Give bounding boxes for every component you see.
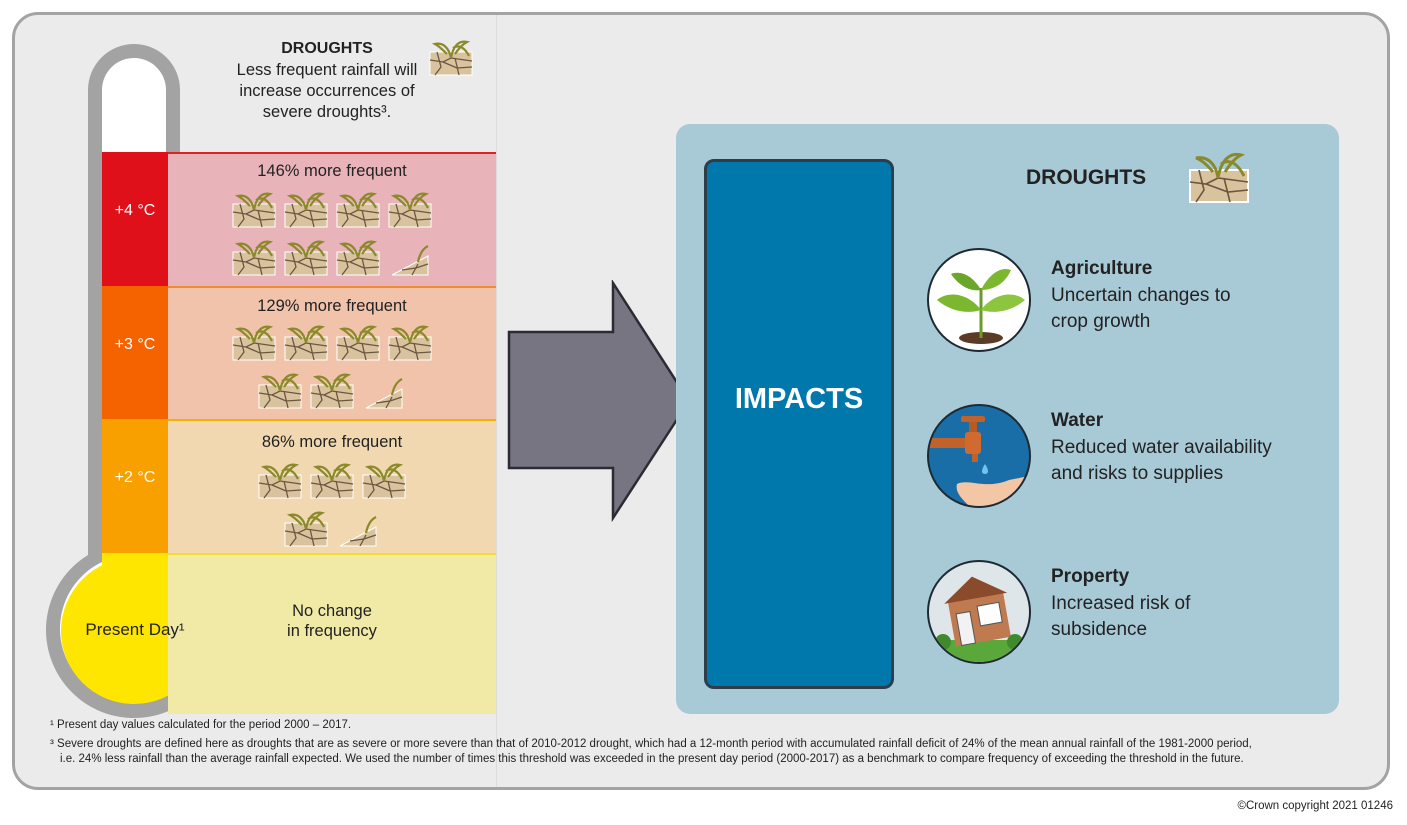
description-line: severe droughts³. — [262, 103, 392, 121]
footnote-1: ¹ Present day values calculated for the … — [50, 719, 352, 731]
impact-title-agriculture: Agriculture — [1051, 258, 1153, 279]
copyright: ©Crown copyright 2021 01246 — [1237, 800, 1393, 812]
drought-icon — [232, 240, 276, 276]
drought-icon — [336, 192, 380, 228]
band-fill-2c — [102, 419, 168, 553]
drought-icon — [336, 325, 380, 361]
panel-divider — [496, 15, 497, 787]
impact-title-property: Property — [1051, 566, 1130, 587]
band-4c: 146% more frequent — [168, 152, 496, 286]
drought-partial-icon — [391, 245, 429, 276]
impact-desc-line: Increased risk of — [1051, 593, 1191, 614]
band-fill-3c — [102, 286, 168, 419]
arrow-icon — [507, 280, 691, 522]
drought-icon — [284, 511, 328, 547]
drought-icon — [232, 192, 276, 228]
house-icon — [927, 560, 1031, 664]
drought-icon — [388, 325, 432, 361]
impacts-droughts-title: DROUGHTS — [1026, 166, 1147, 189]
drought-icon — [284, 240, 328, 276]
impacts-bar — [704, 159, 894, 689]
drought-icon — [232, 325, 276, 361]
impact-desc-line: subsidence — [1051, 619, 1148, 640]
drought-icon — [310, 373, 354, 409]
description-line: Less frequent rainfall will — [236, 61, 418, 79]
footnote-3: ³ Severe droughts are defined here as dr… — [50, 738, 1252, 750]
drought-icon — [336, 240, 380, 276]
temp-label-4c: +4 °C — [114, 202, 156, 219]
present-day-label: Present Day¹ — [85, 620, 185, 639]
drought-icon — [1189, 152, 1249, 203]
droughts-description: Less frequent rainfall will increase occ… — [222, 60, 432, 123]
impact-desc-agriculture: Uncertain changes to crop growth — [1051, 283, 1321, 335]
drought-icon — [310, 463, 354, 499]
drought-icon — [388, 192, 432, 228]
temp-label-2c: +2 °C — [114, 469, 156, 486]
impact-desc-line: crop growth — [1051, 311, 1151, 332]
drought-icon — [284, 325, 328, 361]
drought-partial-icon — [365, 378, 403, 409]
impact-desc-property: Increased risk of subsidence — [1051, 591, 1321, 643]
description-line: increase occurrences of — [239, 82, 415, 100]
frequency-label: 146% more frequent — [257, 162, 407, 180]
no-change-line: in frequency — [287, 622, 377, 640]
drought-icon — [362, 463, 406, 499]
droughts-heading: DROUGHTS — [281, 40, 373, 57]
band-fill-4c — [102, 152, 168, 286]
impact-desc-water: Reduced water availability and risks to … — [1051, 435, 1321, 487]
band-present: No change in frequency — [168, 553, 496, 714]
drought-partial-icon — [339, 516, 377, 547]
frequency-label: 129% more frequent — [257, 297, 407, 315]
temp-label-3c: +3 °C — [114, 336, 156, 353]
impact-title-water: Water — [1051, 410, 1104, 431]
frequency-label: 86% more frequent — [261, 433, 403, 451]
tap-icon — [927, 404, 1031, 508]
footnote-3-cont: i.e. 24% less rainfall than the average … — [60, 753, 1244, 765]
no-change-line: No change — [292, 602, 372, 620]
impacts-label: IMPACTS — [734, 383, 864, 415]
impact-desc-line: and risks to supplies — [1051, 463, 1224, 484]
impact-desc-line: Reduced water availability — [1051, 437, 1272, 458]
impact-desc-line: Uncertain changes to — [1051, 285, 1231, 306]
drought-icon — [429, 40, 473, 76]
drought-icon — [284, 192, 328, 228]
drought-icon — [258, 463, 302, 499]
drought-icon — [258, 373, 302, 409]
plant-icon — [927, 248, 1031, 352]
